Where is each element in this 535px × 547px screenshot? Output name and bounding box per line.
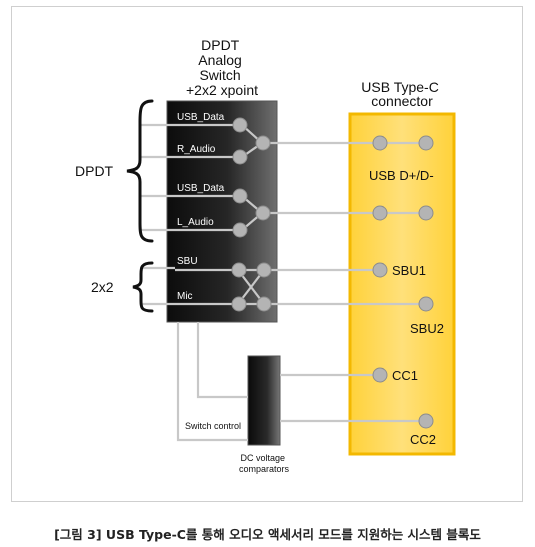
figure-caption: [그림 3] USB Type-C를 통해 오디오 액세서리 모드를 지원하는 … (54, 527, 481, 542)
node (418, 413, 434, 429)
usb-type-c-connector (348, 112, 456, 456)
node (231, 262, 247, 278)
junction-nodes (231, 117, 434, 429)
switch-pin-labels: USB_Data R_Audio USB_Data L_Audio SBU Mi… (177, 112, 225, 302)
node (372, 205, 388, 221)
switch-control-label: Switch control (185, 421, 241, 431)
dpdt-brace-label: DPDT (75, 163, 114, 179)
connector-labels: USB D+/D- SBU1 SBU2 CC1 CC2 (369, 168, 444, 447)
switch-title: DPDT Analog Switch +2x2 xpoint (186, 37, 258, 98)
node (418, 296, 434, 312)
label-sbu2: SBU2 (410, 321, 444, 336)
node (232, 188, 248, 204)
pin-label-l-audio: L_Audio (177, 217, 214, 228)
label-sbu1: SBU1 (392, 263, 426, 278)
comparator-label: DC voltage comparators (239, 453, 290, 474)
label-usb-dp-dm: USB D+/D- (369, 168, 434, 183)
pin-label-usb-data-1: USB_Data (177, 112, 225, 123)
node (256, 296, 272, 312)
node (232, 117, 248, 133)
pin-label-r-audio: R_Audio (177, 144, 216, 155)
connector-title: USB Type-C connector (361, 79, 442, 109)
pin-label-mic: Mic (177, 291, 193, 302)
node (372, 262, 388, 278)
node (418, 205, 434, 221)
node (232, 222, 248, 238)
node (256, 262, 272, 278)
node (255, 205, 271, 221)
node (372, 135, 388, 151)
pin-label-usb-data-2: USB_Data (177, 183, 225, 194)
dc-voltage-comparators-block (247, 355, 281, 446)
xpoint-brace-label: 2x2 (91, 279, 114, 295)
braces (126, 99, 154, 313)
node (232, 149, 248, 165)
pin-label-sbu: SBU (177, 256, 198, 267)
node (372, 367, 388, 383)
label-cc1: CC1 (392, 368, 418, 383)
label-cc2: CC2 (410, 432, 436, 447)
node (255, 135, 271, 151)
node (231, 296, 247, 312)
dpdt-brace (126, 99, 154, 243)
xpoint-brace (132, 261, 154, 313)
node (418, 135, 434, 151)
